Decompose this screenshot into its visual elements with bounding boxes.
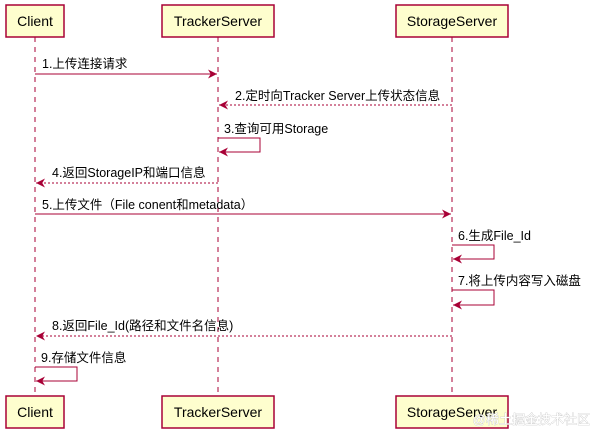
message-5: 5.上传文件（File conent和metadata） xyxy=(35,197,451,219)
message-3: 3.查询可用Storage xyxy=(218,122,328,157)
participant-storageserver-bottom: StorageServer xyxy=(395,395,509,429)
participant-label: Client xyxy=(17,404,53,420)
participant-label: StorageServer xyxy=(407,404,498,420)
message-label: 4.返回StorageIP和端口信息 xyxy=(52,165,206,180)
message-label: 2.定时向Tracker Server上传状态信息 xyxy=(235,88,440,103)
participant-storageserver-top: StorageServer xyxy=(395,4,509,38)
participant-client-top: Client xyxy=(5,4,65,38)
message-label: 6.生成File_Id xyxy=(458,229,531,243)
message-4: 4.返回StorageIP和端口信息 xyxy=(36,165,218,188)
message-label: 3.查询可用Storage xyxy=(224,122,328,136)
participant-trackerserver-bottom: TrackerServer xyxy=(161,395,275,429)
message-2: 2.定时向Tracker Server上传状态信息 xyxy=(219,88,452,110)
message-1: 1.上传连接请求 xyxy=(35,56,217,79)
participant-label: TrackerServer xyxy=(174,13,263,29)
participant-trackerserver-top: TrackerServer xyxy=(161,4,275,38)
message-7: 7.将上传内容写入磁盘 xyxy=(452,273,581,310)
participant-label: StorageServer xyxy=(407,13,498,29)
participant-label: Client xyxy=(17,13,53,29)
message-label: 5.上传文件（File conent和metadata） xyxy=(42,197,253,212)
watermark: @稀土掘金技术社区 xyxy=(473,412,590,427)
message-6: 6.生成File_Id xyxy=(452,229,531,264)
message-label: 9.存储文件信息 xyxy=(41,350,126,365)
message-label: 1.上传连接请求 xyxy=(42,56,128,71)
message-8: 8.返回File_Id(路径和文件名信息) xyxy=(36,318,452,341)
participant-client-bottom: Client xyxy=(5,395,65,429)
message-label: 8.返回File_Id(路径和文件名信息) xyxy=(52,318,233,333)
message-label: 7.将上传内容写入磁盘 xyxy=(458,273,581,288)
participant-label: TrackerServer xyxy=(174,404,263,420)
message-9: 9.存储文件信息 xyxy=(35,350,126,386)
